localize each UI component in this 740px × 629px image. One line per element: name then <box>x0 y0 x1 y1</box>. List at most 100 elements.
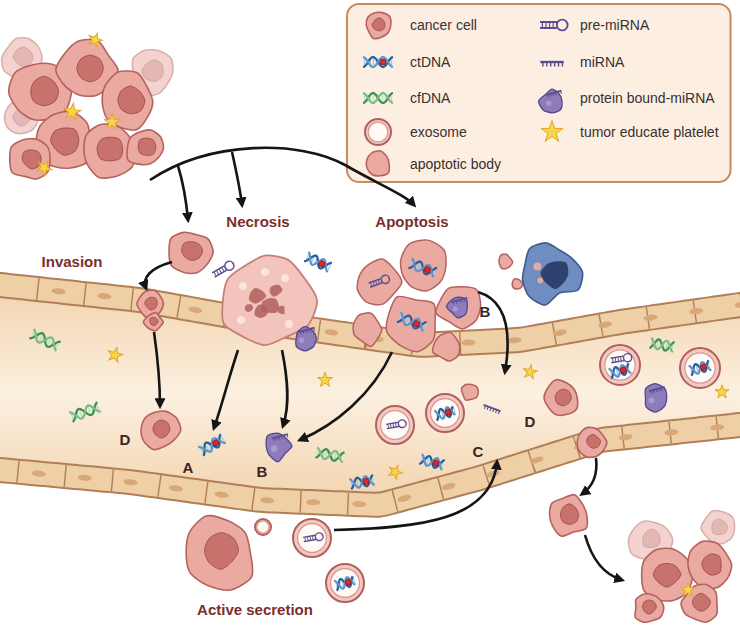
mirna <box>655 389 657 392</box>
process-arrow <box>585 535 622 580</box>
mirna <box>463 299 465 302</box>
pre-mirna <box>307 537 309 541</box>
exosome <box>431 399 460 428</box>
platelet <box>62 102 82 121</box>
ctdna-helix <box>304 252 332 272</box>
ctdna-helix <box>318 260 326 268</box>
ctdna-helix <box>689 360 712 375</box>
exosome <box>293 519 331 557</box>
exosome <box>326 564 364 602</box>
pre-mirna <box>615 358 617 362</box>
cancer-cell <box>702 554 721 575</box>
mirna <box>554 62 555 67</box>
endothelial-wall <box>0 423 740 505</box>
ctdna-helix <box>397 312 427 331</box>
callout-letter: A <box>183 460 194 477</box>
pre-mirna <box>540 20 568 31</box>
ctdna-helix <box>689 360 712 375</box>
protein-bound-mirna <box>645 384 667 413</box>
cancer-cell <box>653 564 681 588</box>
exosome <box>376 406 414 444</box>
pre-mirna <box>223 260 235 272</box>
cancer-cell <box>635 594 664 622</box>
pre-mirna <box>553 22 554 28</box>
mirna <box>557 92 559 95</box>
pre-mirna <box>398 419 407 428</box>
pre-mirna <box>617 357 619 361</box>
pre-mirna <box>386 419 407 430</box>
cancer-cell <box>550 495 588 537</box>
ctdna-helix <box>620 366 627 373</box>
ctdna-helix <box>419 454 445 470</box>
necrotic-cell <box>239 282 247 290</box>
cancer-cell <box>561 504 579 524</box>
mirna <box>482 405 500 414</box>
cancer-cell <box>692 593 710 611</box>
endothelial-wall <box>77 474 91 481</box>
cancer-cell <box>31 76 59 105</box>
mirna <box>498 411 499 414</box>
protein-bound-mirna <box>546 100 552 106</box>
ctdna-helix <box>304 252 332 272</box>
pre-mirna <box>315 532 324 541</box>
pre-mirna <box>540 22 557 28</box>
process-arrow <box>300 352 392 440</box>
exosome <box>605 350 635 380</box>
cancer-cell <box>142 60 163 81</box>
endothelial-wall <box>689 307 704 315</box>
apoptotic-body <box>433 332 460 361</box>
platelet <box>386 462 404 480</box>
macrophage <box>523 243 583 305</box>
endothelial-wall <box>664 429 679 436</box>
platelet <box>386 462 404 480</box>
cancer-cell <box>150 318 158 326</box>
cancer-cell <box>701 511 734 544</box>
cfdna-helix <box>649 338 674 352</box>
cancer-cell <box>186 516 253 590</box>
endothelial-wall <box>352 501 366 508</box>
platelet <box>104 114 120 129</box>
blood-vessel <box>0 284 740 507</box>
legend-symbol <box>541 120 563 141</box>
endothelial-wall <box>552 329 567 337</box>
legend-label: miRNA <box>580 54 624 70</box>
endothelial-wall <box>0 423 740 508</box>
protein-bound-mirna <box>447 297 468 318</box>
legend-label: exosome <box>410 124 467 140</box>
mirna <box>272 434 288 438</box>
mirna <box>300 331 302 334</box>
mirna <box>496 410 497 413</box>
protein-bound-mirna <box>299 337 305 343</box>
mirna <box>653 390 655 393</box>
mirna <box>546 91 562 98</box>
mirna <box>273 438 275 441</box>
endothelial-wall <box>306 499 320 506</box>
platelet <box>317 372 332 386</box>
exosome <box>255 519 271 535</box>
ctdna-helix <box>423 266 431 274</box>
apoptotic-body <box>512 279 522 289</box>
process-label: Invasion <box>42 254 103 271</box>
exosome <box>426 394 464 432</box>
cfdna-helix <box>69 402 101 422</box>
ctdna-helix <box>408 259 437 278</box>
protein-bound-mirna <box>648 397 654 403</box>
platelet <box>715 385 729 398</box>
pre-mirna <box>542 22 543 28</box>
apoptotic-body <box>436 287 481 329</box>
pre-mirna <box>623 353 632 362</box>
mirna <box>310 329 312 332</box>
apoptotic-body <box>499 254 513 269</box>
apoptotic-body <box>461 384 478 400</box>
apoptotic-body <box>433 332 460 361</box>
cancer-cell <box>372 18 385 31</box>
mirna <box>484 406 485 409</box>
ctdna-helix <box>434 406 455 421</box>
ctdna-helix <box>304 252 332 272</box>
pre-mirna <box>375 280 377 284</box>
ctdna-helix <box>445 408 452 415</box>
macrophage <box>537 278 543 284</box>
cfdna-helix <box>363 93 393 103</box>
cfdna-helix <box>363 93 393 103</box>
